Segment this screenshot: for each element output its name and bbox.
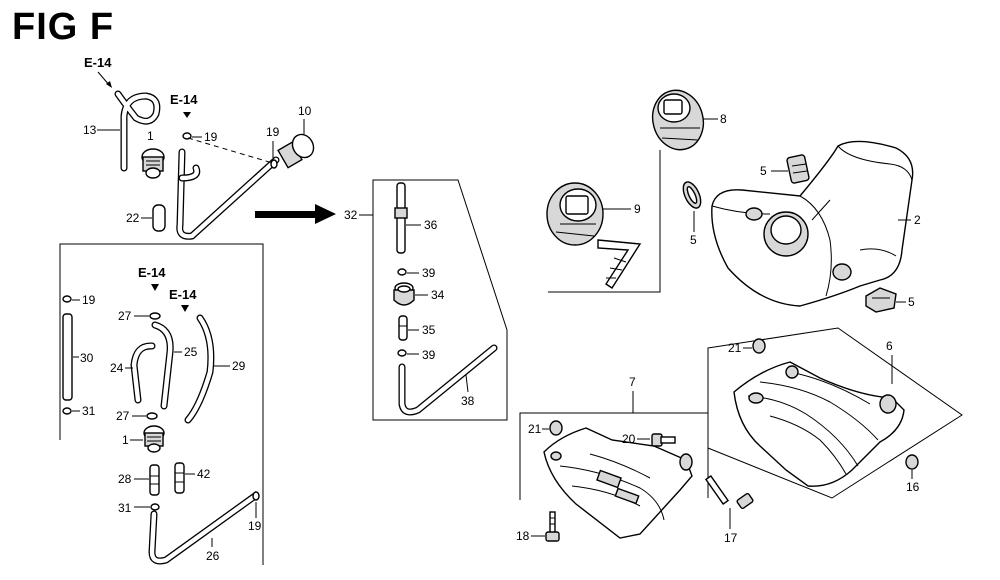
hose-38 <box>398 344 498 416</box>
label-19-top: 19 <box>204 130 218 144</box>
clamp-19-lower <box>252 491 260 501</box>
label-13: 13 <box>83 123 97 137</box>
label-30: 30 <box>80 351 94 365</box>
label-29: 29 <box>232 359 246 373</box>
label-42: 42 <box>197 467 211 481</box>
fuel-line-group-top: E-14 13 1 22 E-14 19 <box>83 55 315 240</box>
nut-21-right <box>752 338 766 354</box>
fuel-cap-9 <box>546 182 642 289</box>
label-31-lower: 31 <box>118 501 132 515</box>
ref-arrow-head <box>106 81 112 88</box>
label-5-top: 5 <box>760 164 767 178</box>
label-19-lower: 19 <box>248 519 262 533</box>
ref-e14-top-left: E-14 <box>84 55 112 70</box>
clamp-39-top <box>397 268 407 276</box>
fuel-cap-8 <box>651 89 705 151</box>
clamp-19-top <box>182 132 192 140</box>
label-1-top: 1 <box>147 129 154 143</box>
nut-21-left <box>549 420 563 436</box>
arrow-to-pickup <box>255 204 336 224</box>
label-5-right: 5 <box>908 295 915 309</box>
fuel-tank-2 <box>711 140 914 307</box>
pickup-group-32: 32 36 39 34 35 39 <box>344 179 508 421</box>
label-5-mid: 5 <box>690 233 697 247</box>
tube-36 <box>394 182 408 254</box>
clamp-19-box <box>62 295 72 303</box>
label-1-box: 1 <box>122 433 129 447</box>
label-39-bottom: 39 <box>422 348 436 362</box>
grommet-5-top <box>786 154 810 184</box>
label-25: 25 <box>184 345 198 359</box>
label-27-top: 27 <box>118 309 132 323</box>
label-26: 26 <box>206 549 220 563</box>
figure-title: FIG F <box>12 6 115 48</box>
hose-25 <box>151 321 174 410</box>
label-8: 8 <box>720 112 727 126</box>
ref-e14-box-left: E-14 <box>138 265 166 280</box>
hose-22 <box>152 204 166 232</box>
label-24: 24 <box>110 361 124 375</box>
nut-16 <box>905 454 919 470</box>
label-19-right: 19 <box>266 125 280 139</box>
label-31-box: 31 <box>82 404 96 418</box>
label-21-right: 21 <box>728 341 742 355</box>
bolt-17 <box>704 475 754 510</box>
label-2: 2 <box>914 213 921 227</box>
breather-10 <box>277 133 315 169</box>
bracket-group-6: 6 21 16 <box>707 327 963 499</box>
label-36: 36 <box>424 218 438 232</box>
cap-group: 9 <box>546 150 661 293</box>
clamp-39-bottom <box>397 349 407 357</box>
label-18: 18 <box>516 529 530 543</box>
label-20: 20 <box>622 432 636 446</box>
label-21-left: 21 <box>528 422 542 436</box>
base-bracket-7 <box>543 427 693 539</box>
label-10: 10 <box>298 104 312 118</box>
grommet-5-mid <box>682 181 702 209</box>
label-35: 35 <box>422 323 436 337</box>
label-16: 16 <box>906 480 920 494</box>
label-22: 22 <box>126 211 140 225</box>
tank-guard-6 <box>733 361 905 487</box>
return-hose <box>176 148 280 240</box>
label-39-top: 39 <box>422 266 436 280</box>
bolt-20 <box>651 433 676 447</box>
label-27-bottom: 27 <box>116 409 130 423</box>
connector-28 <box>149 464 160 496</box>
label-32: 32 <box>344 208 358 222</box>
label-28: 28 <box>118 472 132 486</box>
label-17: 17 <box>724 531 738 545</box>
fuel-filter-1-box <box>143 425 165 453</box>
ref-e14-top-mid: E-14 <box>170 92 198 107</box>
pipe-30 <box>62 313 73 401</box>
bolt-18 <box>545 511 560 542</box>
clamp-19-right <box>270 159 278 169</box>
ref-e14-box-right: E-14 <box>169 287 197 302</box>
label-38: 38 <box>461 394 475 408</box>
bracket-group-7: 7 21 20 18 <box>516 375 754 545</box>
fuel-line-group-box: 19 30 31 E-14 E-14 27 27 24 25 <box>59 243 264 565</box>
fuel-filter-1-top <box>141 148 165 179</box>
connector-35 <box>398 315 408 341</box>
label-34: 34 <box>431 288 445 302</box>
hose-13 <box>114 90 161 172</box>
label-19-box: 19 <box>82 293 96 307</box>
grommet-5-right <box>865 287 897 313</box>
label-9: 9 <box>634 202 641 216</box>
label-6: 6 <box>886 339 893 353</box>
clamp-31-box <box>62 407 72 415</box>
hose-24 <box>130 342 156 404</box>
grommet-34 <box>393 282 415 306</box>
hose-29 <box>184 314 215 424</box>
hose-26 <box>148 492 259 565</box>
clamp-27-bottom <box>146 412 158 420</box>
label-7: 7 <box>629 375 636 389</box>
connector-42 <box>174 462 185 494</box>
clamp-31-lower <box>150 503 160 511</box>
clamp-27-top <box>149 312 161 320</box>
